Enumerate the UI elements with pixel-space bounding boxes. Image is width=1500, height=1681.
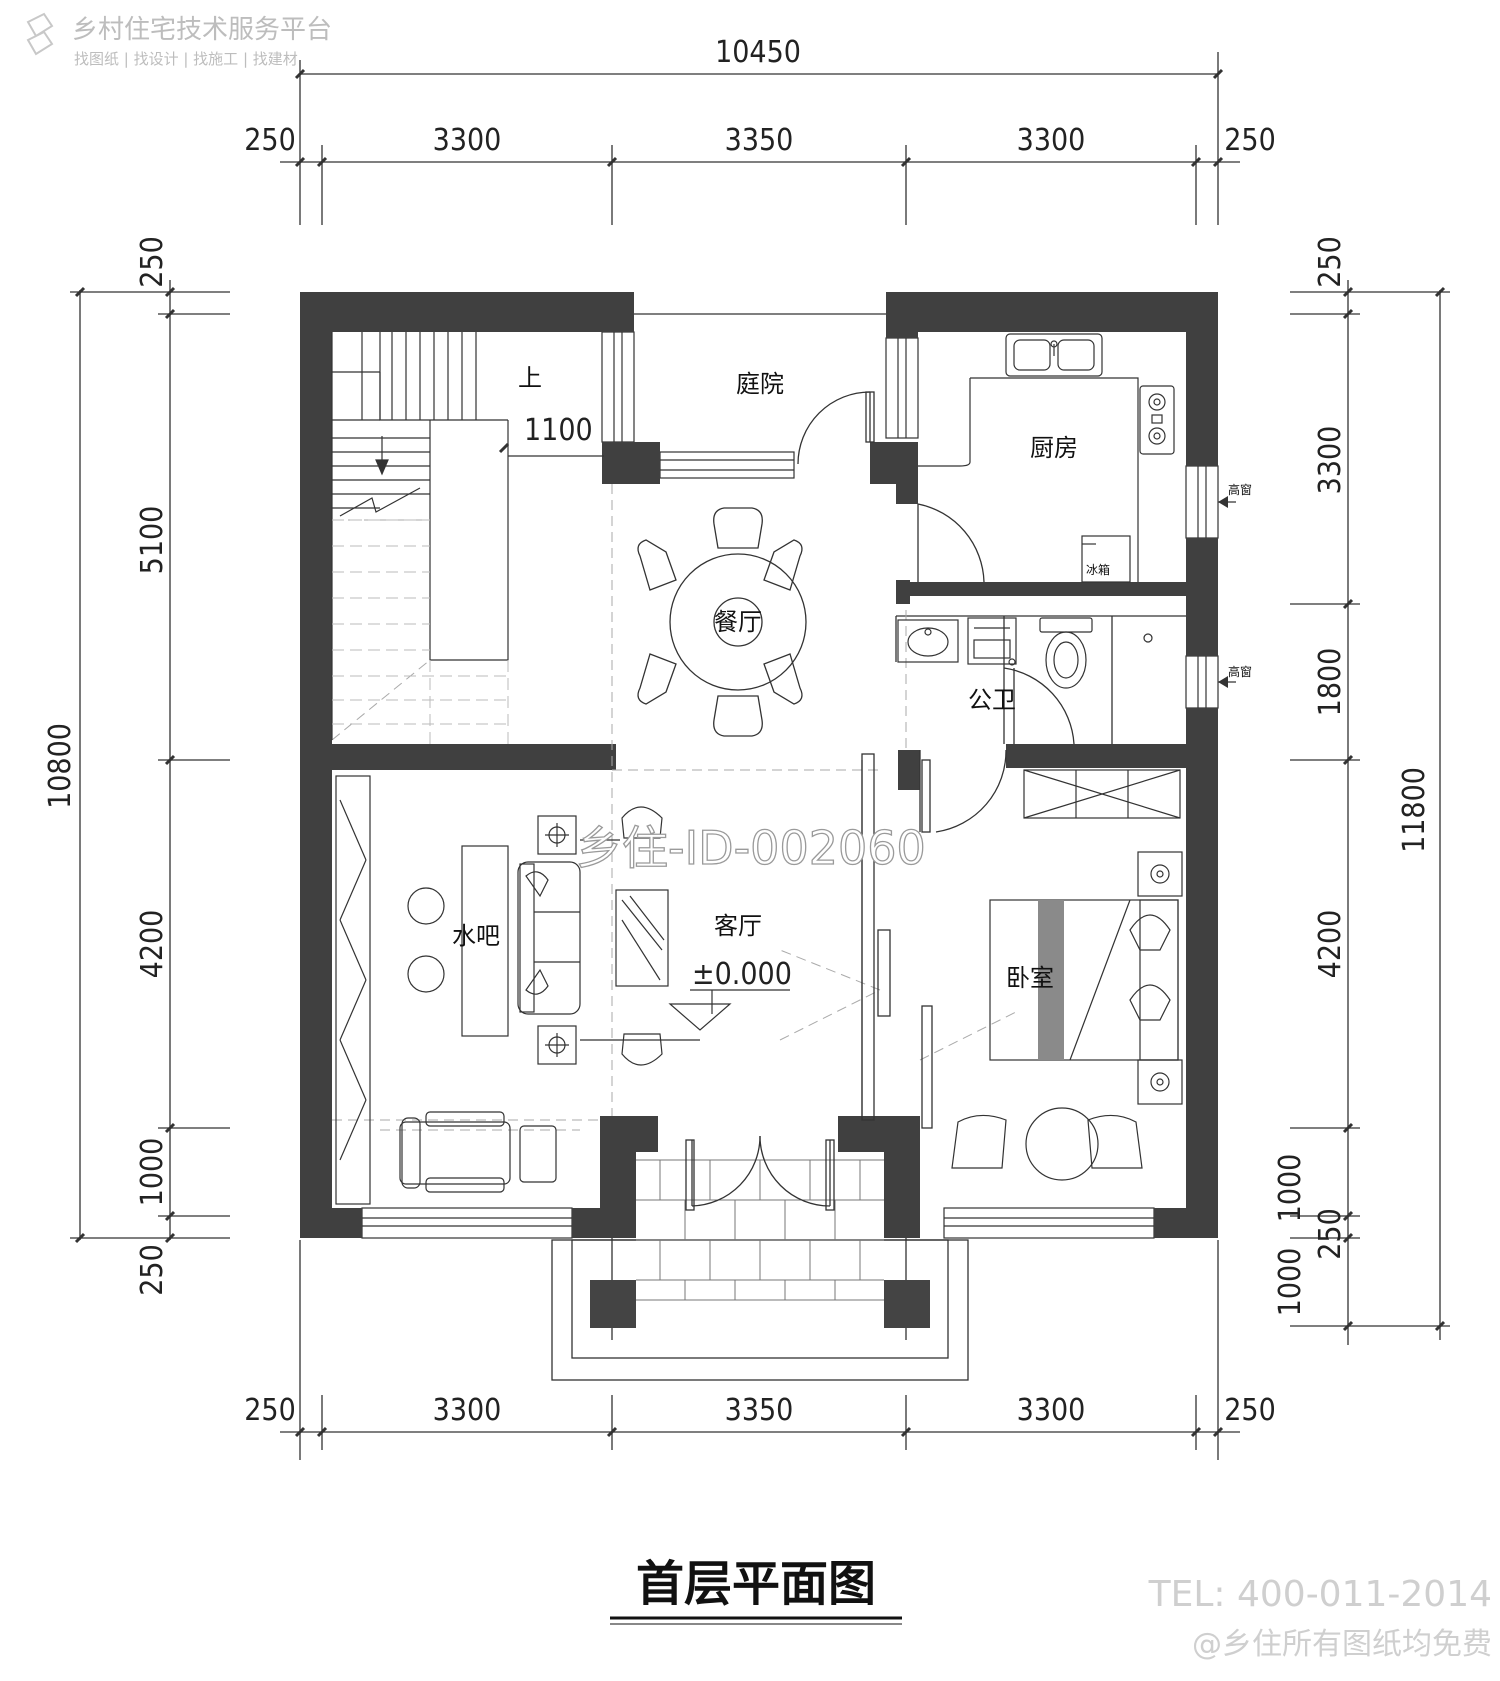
- dim-top-2: 3300: [433, 123, 502, 158]
- elevation-label: ±0.000: [692, 957, 792, 992]
- high-window-marker-2: [1218, 676, 1236, 688]
- dim-right-1: 250: [1313, 236, 1348, 288]
- dim-bottom-3: 3350: [725, 1393, 794, 1428]
- dim-left-2: 5100: [135, 506, 170, 575]
- living-furniture: [335, 760, 863, 1205]
- bathroom-fixtures: [897, 617, 1153, 689]
- room-bedroom: 卧室: [1006, 964, 1054, 992]
- fridge-label: 冰箱: [1086, 562, 1110, 577]
- partitions: [895, 615, 1186, 744]
- walls: [300, 292, 1218, 1238]
- kitchen-fixtures: [918, 333, 1175, 583]
- contact-notice: @乡住所有图纸均免费: [1192, 1627, 1492, 1662]
- high-window-marker-1: [1218, 496, 1236, 508]
- drawing-id-watermark: 乡住-ID-002060: [576, 821, 926, 875]
- dim-left-total: 10800: [43, 723, 78, 809]
- dim-left-4: 1000: [135, 1138, 170, 1207]
- dim-top-1: 250: [244, 123, 296, 158]
- high-window-label-1: 高窗: [1228, 482, 1252, 497]
- dim-bottom-5: 250: [1224, 1393, 1276, 1428]
- room-courtyard: 庭院: [736, 370, 784, 398]
- guide-lines: [331, 484, 1021, 1131]
- dim-left-1: 250: [135, 236, 170, 288]
- dim-right-total: 11800: [1397, 767, 1432, 853]
- drawing-title: 首层平面图: [636, 1556, 876, 1612]
- windows: [361, 313, 1219, 1239]
- porch-column-right: [884, 1280, 930, 1328]
- high-window-label-2: 高窗: [1228, 664, 1252, 679]
- dim-right-7: 1000: [1273, 1248, 1308, 1317]
- dim-left-5: 250: [135, 1244, 170, 1296]
- stair-up-label: 上: [518, 364, 542, 392]
- platform-services: 找图纸 | 找设计 | 找施工 | 找建材: [74, 50, 298, 68]
- room-kitchen: 厨房: [1030, 434, 1078, 462]
- stair-lower-treads: [332, 519, 509, 744]
- dim-left-3: 4200: [135, 910, 170, 979]
- dim-bottom-2: 3300: [433, 1393, 502, 1428]
- platform-name: 乡村住宅技术服务平台: [72, 15, 332, 45]
- right-dimension-lines: [1290, 280, 1450, 1345]
- contact-tel: TEL: 400-011-2014: [1148, 1574, 1492, 1615]
- dim-top-5: 250: [1224, 123, 1276, 158]
- dim-right-4: 4200: [1313, 910, 1348, 979]
- room-bar: 水吧: [452, 922, 500, 950]
- dim-right-6: 250: [1313, 1208, 1348, 1260]
- staircase: [331, 332, 604, 740]
- bottom-dimension-lines: [280, 1240, 1240, 1460]
- dim-top-4: 3300: [1017, 123, 1086, 158]
- dining-table-set: [637, 507, 807, 737]
- dim-bottom-4: 3300: [1017, 1393, 1086, 1428]
- dim-top-total: 10450: [715, 35, 801, 70]
- porch-column-left: [590, 1280, 636, 1328]
- room-dining: 餐厅: [714, 608, 762, 636]
- bedroom-furniture: [951, 769, 1183, 1181]
- dim-bottom-1: 250: [244, 1393, 296, 1428]
- platform-logo: [26, 12, 54, 56]
- top-dimension-lines: [280, 52, 1240, 225]
- room-living: 客厅: [714, 912, 762, 940]
- room-bathroom: 公卫: [968, 686, 1016, 714]
- dim-right-3: 1800: [1313, 648, 1348, 717]
- dim-right-5: 1000: [1273, 1154, 1308, 1223]
- left-dimension-lines: [70, 280, 230, 1244]
- stair-width-label: 1100: [524, 413, 593, 448]
- dim-top-3: 3350: [725, 123, 794, 158]
- doors: [685, 391, 1075, 1211]
- dim-right-2: 3300: [1313, 426, 1348, 495]
- porch-tiles: [636, 1159, 884, 1301]
- bed-runner: [1038, 900, 1064, 1060]
